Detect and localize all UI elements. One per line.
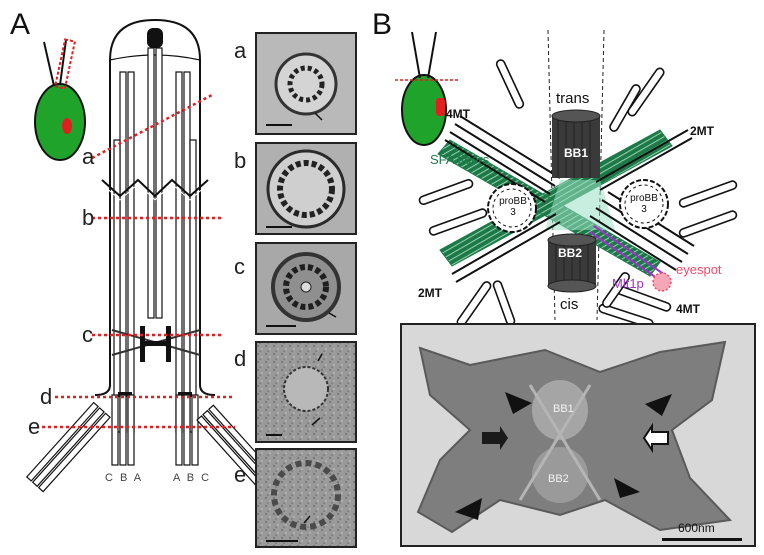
panel-a-label: A bbox=[10, 8, 31, 41]
em-label-d: d bbox=[234, 346, 247, 371]
section-label-e: e bbox=[28, 414, 41, 439]
probb-left-label: proBB 3 bbox=[496, 196, 530, 218]
em-label-b: b bbox=[234, 148, 247, 173]
probb-left-num: 3 bbox=[510, 207, 516, 218]
probb-right-label: proBB 3 bbox=[627, 193, 661, 215]
probb-right-num: 3 bbox=[641, 204, 647, 215]
em-section-c bbox=[255, 242, 357, 335]
label-bb1: BB1 bbox=[564, 146, 589, 160]
em-label-e: e bbox=[234, 462, 247, 487]
em-section-a bbox=[255, 32, 357, 135]
cell-icon-a bbox=[34, 38, 86, 161]
label-trans: trans bbox=[556, 90, 590, 107]
section-label-a: a bbox=[82, 144, 95, 169]
em-section-d bbox=[255, 341, 357, 443]
em-section-e bbox=[255, 448, 357, 548]
em-label-a: a bbox=[234, 38, 247, 63]
panel-b-label: B bbox=[372, 8, 393, 41]
triplet-label-right: A B C bbox=[173, 472, 212, 484]
label-4mt-bottom: 4MT bbox=[676, 302, 700, 316]
label-mlt1p: Mlt1p bbox=[612, 276, 644, 291]
label-2mt-bottom: 2MT bbox=[418, 286, 442, 300]
section-label-d: d bbox=[40, 384, 53, 409]
label-cis: cis bbox=[560, 296, 579, 313]
section-label-c: c bbox=[82, 322, 93, 347]
em-label-c: c bbox=[234, 254, 245, 279]
scale-label: 600nm bbox=[678, 521, 715, 535]
cell-icon-b bbox=[395, 31, 460, 146]
label-bb2: BB2 bbox=[558, 246, 583, 260]
em-label-bb2: BB2 bbox=[548, 473, 569, 485]
label-sfa-fibers: SFA fibers bbox=[430, 152, 490, 167]
probb-left-name: proBB bbox=[499, 196, 527, 207]
section-label-b: b bbox=[82, 205, 95, 230]
label-4mt-top: 4MT bbox=[446, 107, 470, 121]
flagellum-diagram bbox=[25, 18, 282, 496]
label-eyespot: eyespot bbox=[676, 262, 722, 277]
label-2mt-top: 2MT bbox=[690, 124, 714, 138]
probb-right-name: proBB bbox=[630, 193, 658, 204]
em-label-bb1: BB1 bbox=[553, 403, 574, 415]
em-micrograph bbox=[400, 323, 756, 547]
triplet-label-left: C B A bbox=[105, 472, 144, 484]
em-section-b bbox=[255, 142, 357, 235]
rootlet-diagram bbox=[418, 29, 738, 329]
